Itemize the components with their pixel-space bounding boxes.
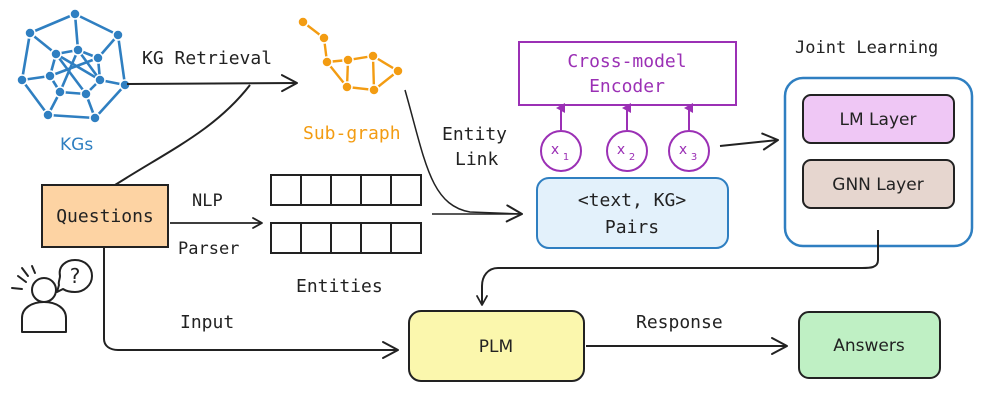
input-arrow [103,248,399,359]
joint-learning-label: Joint Learning [795,38,938,58]
kg-retrieval-arrow [126,74,298,93]
token-x3-base: x [679,142,687,158]
entities-label: Entities [296,276,383,297]
entities-row-top [270,174,422,206]
token-x2-base: x [617,142,625,158]
cross-model-label-line2: Encoder [589,76,665,97]
gnn-layer-box [802,159,955,209]
token-x2: x 2 [606,130,648,172]
token-x1-sub: 1 [563,152,569,163]
plm-label: PLM [479,337,513,357]
entity-link-arrow [404,89,523,223]
pairs-label-line2: Pairs [605,217,659,238]
answers-label: Answers [833,336,905,356]
token-x2-sub: 2 [629,152,635,163]
joint-to-plm-arrow [476,230,879,306]
token-x1: x 1 [540,130,582,172]
input-label: Input [180,312,234,333]
token-arrows [556,103,693,130]
question-to-retrieval-line [114,84,251,186]
pairs-box [536,177,729,249]
parser-label: Parser [178,239,239,259]
lm-layer-box [802,94,955,144]
token-x3: x 3 [668,130,710,172]
lm-layer-label: LM Layer [840,110,917,130]
entities-row-bottom [270,222,422,254]
kg-network-icon [16,8,131,124]
subgraph-label: Sub-graph [303,123,401,144]
response-label: Response [636,312,723,333]
kgs-label: KGs [60,135,93,155]
plm-box [408,310,585,382]
pairs-label-line1: <text, KG> [578,190,687,211]
answers-box [798,311,941,379]
entity-link-label-line1: Entity [442,124,507,145]
questions-box [41,184,169,248]
kg-retrieval-label: KG Retrieval [142,48,272,69]
questions-label: Questions [56,206,154,227]
token-x1-base: x [551,142,559,158]
tokens-to-joint-arrow [719,132,779,151]
user-question-icon [11,259,93,333]
cross-model-label-line1: Cross-model [567,51,686,72]
token-x3-sub: 3 [691,152,697,163]
nlp-label: NLP [192,191,223,211]
gnn-layer-label: GNN Layer [832,175,923,195]
subgraph-icon [297,16,404,96]
question-mark-glyph: ? [70,264,81,288]
cross-model-encoder-box [518,41,737,106]
entity-link-label-line2: Link [455,149,499,170]
